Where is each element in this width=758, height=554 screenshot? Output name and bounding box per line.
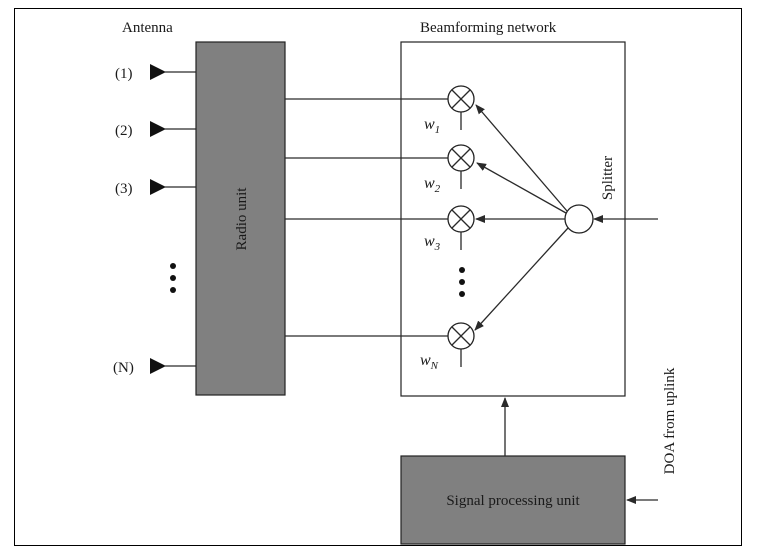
- weight-2-label: w2: [424, 175, 441, 195]
- antenna-3-icon: [150, 179, 166, 195]
- splitter-icon: [564, 204, 594, 234]
- antenna-label-1: (1): [115, 66, 133, 82]
- antenna-n-icon: [150, 358, 166, 374]
- weight-1-label: w1: [424, 116, 440, 136]
- splitter-arrow-n: [474, 227, 569, 331]
- beamforming-title: Beamforming network: [420, 20, 557, 36]
- doa-label: DOA from uplink: [662, 367, 678, 474]
- splitter-label: Splitter: [600, 156, 616, 200]
- splitter-arrow-1: [475, 104, 568, 212]
- signal-processing-unit-label: Signal processing unit: [446, 493, 580, 509]
- antenna-2-icon: [150, 121, 166, 137]
- antenna-label-2: (2): [115, 123, 133, 139]
- weight-n-label: wN: [420, 352, 439, 372]
- weights-ellipsis-icon: [459, 267, 465, 297]
- radio-unit-label: Radio unit: [234, 187, 250, 251]
- radio-unit-block: [195, 41, 286, 396]
- antenna-1-icon: [150, 64, 166, 80]
- splitter-arrow-2: [476, 162, 567, 214]
- antenna-title: Antenna: [122, 20, 173, 36]
- multiplier-2-icon: [447, 144, 475, 189]
- signal-processing-unit-block: [400, 455, 626, 545]
- antenna-label-n: (N): [113, 360, 134, 376]
- antenna-label-3: (3): [115, 181, 133, 197]
- multiplier-3-icon: [447, 205, 475, 250]
- multiplier-1-icon: [447, 85, 475, 130]
- weight-3-label: w3: [424, 233, 441, 253]
- diagram-frame: [14, 8, 742, 546]
- multiplier-n-icon: [447, 322, 475, 367]
- antenna-ellipsis-icon: [170, 263, 176, 293]
